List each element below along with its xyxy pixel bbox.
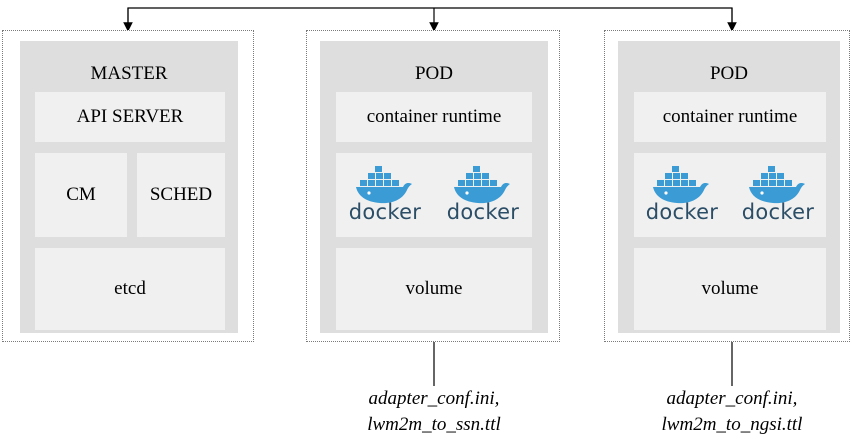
config-file-line: lwm2m_to_ngsi.ttl	[661, 414, 803, 435]
docker-container: docker	[447, 166, 520, 224]
docker-whale-icon	[749, 166, 805, 204]
pod-title: POD	[709, 63, 748, 84]
docker-label: docker	[348, 200, 422, 224]
pod-panel: POD container runtime docker	[618, 41, 840, 333]
cm-box: CM	[35, 153, 127, 237]
pod-node-2: POD container runtime docker	[604, 30, 850, 342]
docker-label: docker	[645, 200, 719, 224]
container-runtime-box: container runtime	[634, 92, 826, 142]
pod-node-1: POD container runtime docker	[306, 30, 560, 342]
sched-box: SCHED	[137, 153, 225, 237]
docker-label: docker	[741, 200, 815, 224]
etcd-box: etcd	[35, 248, 225, 330]
container-runtime-box: container runtime	[336, 92, 532, 142]
master-title: MASTER	[90, 63, 168, 84]
volume-box: volume	[634, 248, 826, 330]
master-panel: MASTER API SERVER CM SCHED etcd	[20, 41, 238, 333]
docker-whale-icon	[653, 166, 709, 204]
containers-box: docker docker	[336, 153, 532, 237]
top-bus-line	[127, 7, 733, 27]
docker-label: docker	[446, 200, 520, 224]
config-file-line: adapter_conf.ini,	[666, 388, 798, 409]
docker-whale-icon	[356, 166, 412, 204]
pod2-config-files: adapter_conf.ini, lwm2m_to_ngsi.ttl	[627, 386, 837, 438]
config-file-line: lwm2m_to_ssn.ttl	[367, 414, 501, 435]
docker-container: docker	[349, 166, 422, 224]
pod-title: POD	[414, 63, 453, 84]
master-node: MASTER API SERVER CM SCHED etcd	[2, 30, 254, 342]
api-server-box: API SERVER	[35, 92, 225, 142]
docker-container: docker	[742, 166, 815, 224]
pod1-config-files: adapter_conf.ini, lwm2m_to_ssn.ttl	[334, 386, 534, 438]
containers-box: docker docker	[634, 153, 826, 237]
volume-box: volume	[336, 248, 532, 330]
config-file-line: adapter_conf.ini,	[368, 388, 500, 409]
pod-panel: POD container runtime docker	[320, 41, 548, 333]
docker-container: docker	[646, 166, 719, 224]
docker-whale-icon	[454, 166, 510, 204]
